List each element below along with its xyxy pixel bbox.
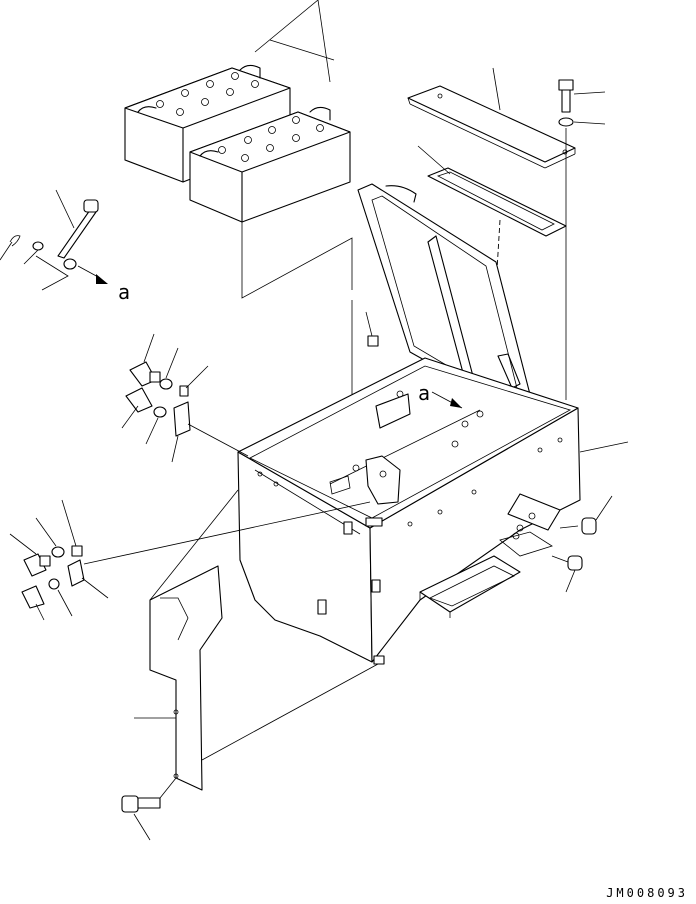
bolt-right-lower (551, 555, 583, 593)
bolt-top-right (558, 79, 606, 400)
top-cover-plate (407, 67, 576, 169)
view-marker-a-box: a (418, 381, 430, 405)
fastener-cluster-lower (9, 499, 371, 621)
bolt-bottom (121, 777, 177, 841)
battery-front (189, 106, 351, 223)
battery-box-body (237, 357, 629, 665)
drawing-code: JM008093 (606, 886, 688, 900)
front-guard-plate (134, 489, 379, 791)
bolt-right-upper (559, 495, 613, 535)
fastener-cluster-upper (121, 333, 249, 463)
terminal-strap: a (0, 189, 130, 304)
bolt-lid-hinge (365, 311, 379, 347)
view-marker-a: a (118, 280, 130, 304)
gasket-seal (417, 145, 567, 321)
